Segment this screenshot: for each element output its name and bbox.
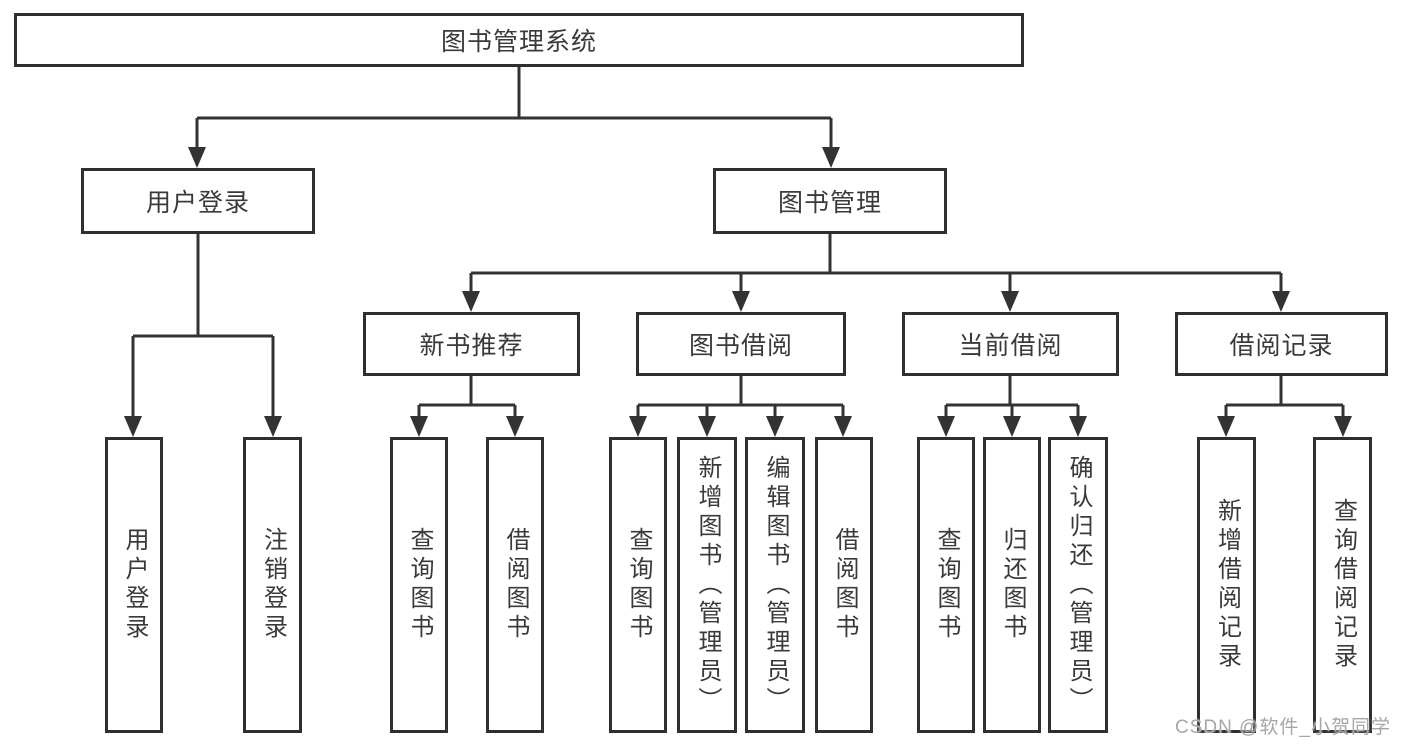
leaf-return-books: 归还图书 xyxy=(983,437,1041,733)
node-book-management-label: 图书管理 xyxy=(777,189,882,217)
node-borrowing-records: 借阅记录 xyxy=(1175,312,1388,376)
leaf-logout-login-label: 注销登录 xyxy=(259,527,287,643)
leaf-query-books-current: 查询图书 xyxy=(917,437,975,733)
node-borrowing-records-label: 借阅记录 xyxy=(1229,332,1334,360)
node-book-borrowing: 图书借阅 xyxy=(636,312,846,376)
leaf-query-books-borrow-label: 查询图书 xyxy=(625,527,652,643)
leaf-borrow-books-borrow-label: 借阅图书 xyxy=(831,527,858,643)
leaf-user-login-label: 用户登录 xyxy=(121,527,148,643)
leaf-borrow-books-borrow: 借阅图书 xyxy=(815,437,873,733)
node-root-label: 图书管理系统 xyxy=(440,28,597,56)
node-user-login: 用户登录 xyxy=(81,168,315,234)
leaf-return-books-label: 归还图书 xyxy=(999,527,1026,643)
leaf-user-login: 用户登录 xyxy=(105,437,163,733)
arrowheads xyxy=(124,147,1352,437)
node-current-borrowing: 当前借阅 xyxy=(902,312,1119,376)
leaf-edit-books-admin: 编辑图书（管理员） xyxy=(745,437,805,733)
node-user-login-label: 用户登录 xyxy=(145,189,250,217)
node-new-book-recommend-label: 新书推荐 xyxy=(419,332,524,360)
leaf-logout-login: 注销登录 xyxy=(243,437,302,733)
leaf-confirm-return-admin-label: 确认归还（管理员） xyxy=(1065,454,1092,716)
leaf-add-borrow-record: 新增借阅记录 xyxy=(1197,437,1256,733)
leaf-query-borrow-record: 查询借阅记录 xyxy=(1313,437,1372,733)
csdn-watermark: CSDN @软件_小贺同学 xyxy=(1175,717,1391,738)
leaf-edit-books-admin-label: 编辑图书（管理员） xyxy=(762,454,789,716)
leaf-add-books-admin-label: 新增图书（管理员） xyxy=(694,454,721,716)
leaf-query-books-current-label: 查询图书 xyxy=(933,527,960,643)
node-book-borrowing-label: 图书借阅 xyxy=(688,332,793,360)
leaf-borrow-books-newbook-label: 借阅图书 xyxy=(502,527,529,643)
leaf-add-books-admin: 新增图书（管理员） xyxy=(677,437,737,733)
leaf-query-books-newbook-label: 查询图书 xyxy=(406,527,433,643)
leaf-add-borrow-record-label: 新增借阅记录 xyxy=(1213,498,1241,672)
node-root: 图书管理系统 xyxy=(14,13,1024,67)
leaf-query-borrow-record-label: 查询借阅记录 xyxy=(1329,498,1357,672)
node-book-management: 图书管理 xyxy=(713,168,947,234)
node-new-book-recommend: 新书推荐 xyxy=(363,312,580,376)
leaf-borrow-books-newbook: 借阅图书 xyxy=(486,437,544,733)
leaf-query-books-newbook: 查询图书 xyxy=(390,437,448,733)
leaf-confirm-return-admin: 确认归还（管理员） xyxy=(1048,437,1108,733)
leaf-query-books-borrow: 查询图书 xyxy=(609,437,667,733)
node-current-borrowing-label: 当前借阅 xyxy=(958,332,1063,360)
